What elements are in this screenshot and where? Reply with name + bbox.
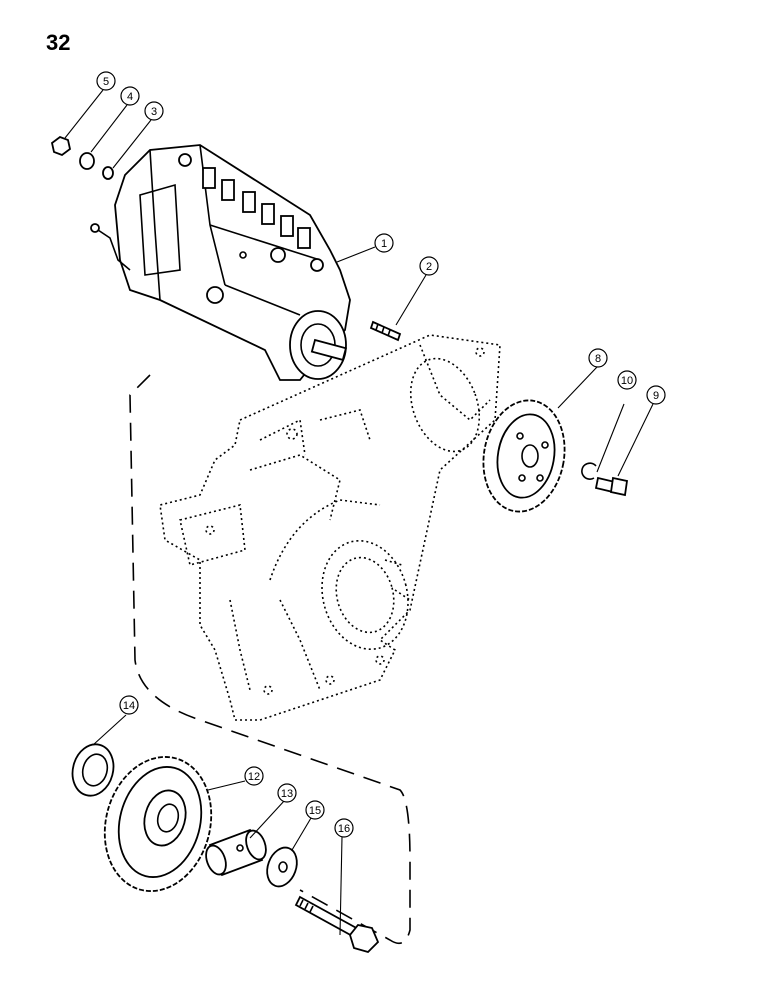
callout-12: 12 [244, 766, 264, 786]
timing-gear-housing-phantom [159, 334, 501, 721]
nut [50, 135, 72, 157]
page-number: 32 [46, 30, 71, 55]
injection-pump [90, 144, 351, 381]
leader-lines [64, 89, 654, 936]
callout-1: 1 [374, 233, 394, 253]
long-cap-screw [294, 895, 380, 954]
housing-boundary-dashed [129, 374, 411, 945]
callout-2: 2 [419, 256, 439, 276]
svg-text:15: 15 [309, 805, 321, 817]
svg-text:16: 16 [338, 823, 350, 835]
callout-15: 15 [305, 800, 325, 820]
callout-13: 13 [277, 783, 297, 803]
lock-washer [581, 462, 597, 480]
callout-9: 9 [646, 385, 666, 405]
svg-text:3: 3 [151, 106, 157, 118]
svg-text:4: 4 [127, 91, 133, 103]
svg-text:10: 10 [621, 375, 633, 387]
pump-drive-gear [482, 399, 566, 513]
callout-16: 16 [334, 818, 354, 838]
pump-delivery-valves [202, 167, 311, 249]
svg-text:9: 9 [653, 390, 659, 402]
svg-text:14: 14 [123, 700, 135, 712]
svg-text:8: 8 [595, 353, 601, 365]
callout-5: 5 [96, 71, 116, 91]
callout-4: 4 [120, 86, 140, 106]
callout-3: 3 [144, 101, 164, 121]
callout-8: 8 [588, 348, 608, 368]
lock-washer [79, 152, 95, 170]
svg-text:13: 13 [281, 788, 293, 800]
callout-10: 10 [617, 370, 637, 390]
svg-text:1: 1 [381, 238, 387, 250]
stud [369, 320, 402, 342]
idler-gear [103, 756, 213, 892]
idler-hub [205, 828, 267, 877]
washer [102, 166, 114, 180]
svg-text:12: 12 [248, 771, 260, 783]
cap-screw [594, 476, 629, 497]
callout-14: 14 [119, 695, 139, 715]
svg-text:5: 5 [103, 76, 109, 88]
washer [266, 846, 298, 888]
thrust-washer [71, 743, 115, 797]
svg-text:2: 2 [426, 261, 432, 273]
